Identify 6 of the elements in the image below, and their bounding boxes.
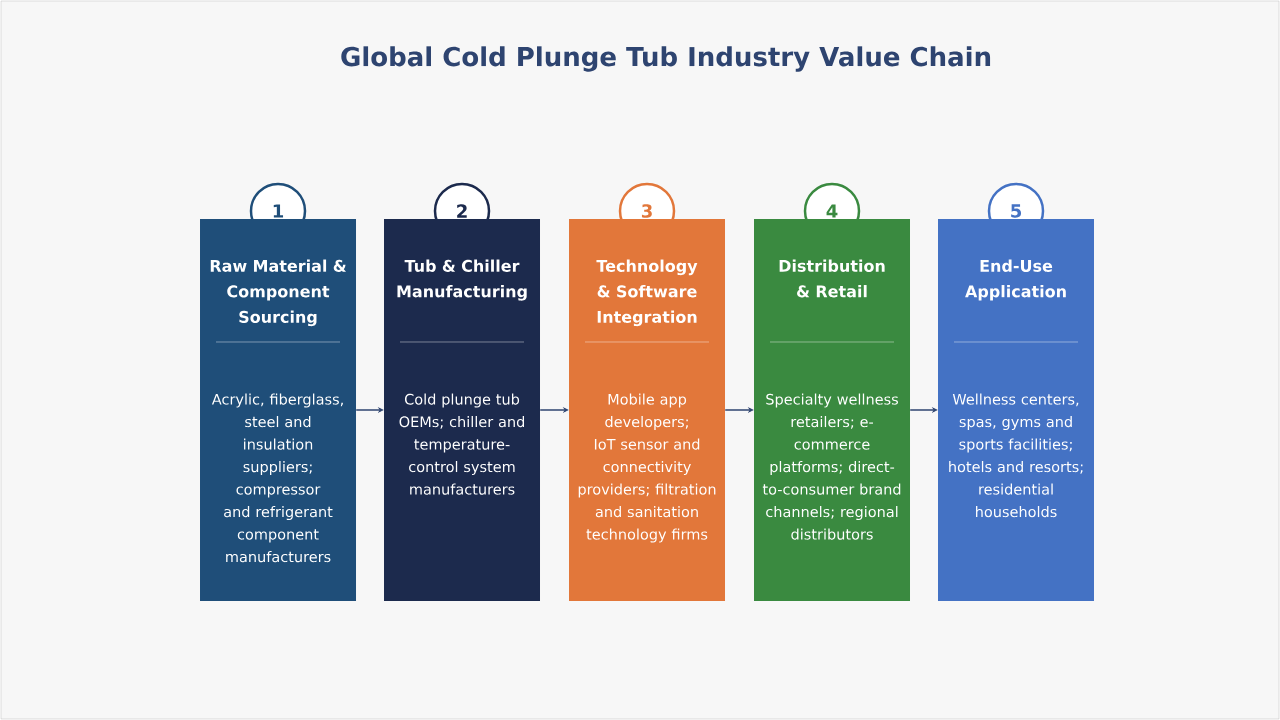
stage-card: End-Use Application Wellness centers, spas, gyms and sports facilities; hotels and resorts; residential households: [938, 219, 1094, 601]
stage-card: Technology & Software Integration Mobile app developers; IoT sensor and connectivity providers; filtration and sanitation technology firms: [569, 219, 725, 601]
stage-card: Tub & Chiller Manufacturing Cold plunge tub OEMs; chiller and temperature-control system manufacturers: [384, 219, 540, 601]
stage-card: Distribution & Retail Specialty wellness retailers; e-commerce platforms; direct-to-consumer brand channels; regional distributors: [754, 219, 910, 601]
title: Global Cold Plunge Tub Industry Value Chain: [341, 46, 991, 72]
stage-card: Raw Material & Component Sourcing Acrylic, fiberglass, steel and insulation suppliers; compressor and refrigerant component manufacturers: [200, 219, 356, 601]
